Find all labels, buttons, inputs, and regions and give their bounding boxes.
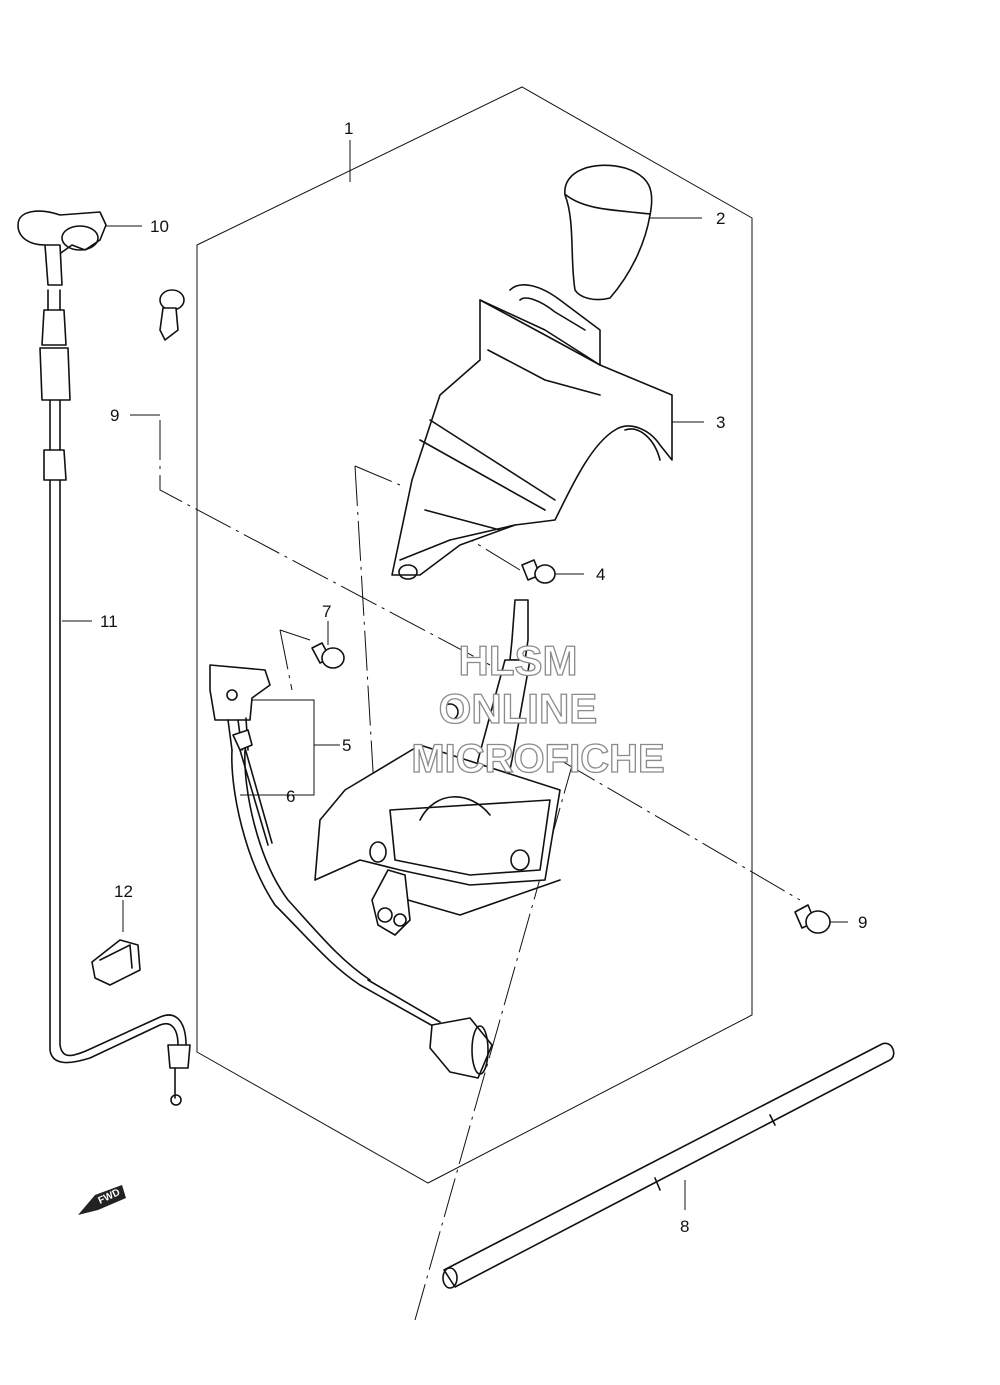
watermark-line-3: MICROFICHE: [411, 737, 664, 781]
cable-tie-6: [232, 729, 273, 846]
callout-1: 1: [344, 119, 353, 138]
fwd-direction-marker: FWD: [78, 1185, 126, 1215]
clamp-12: [91, 939, 141, 986]
screw-4: [521, 559, 556, 584]
callout-11: 11: [100, 612, 118, 631]
watermark: HLSM ONLINE MICROFICHE: [411, 636, 666, 781]
callout-labels: 1 2 3 4 5 6 7 8 9 9 10 11 12: [100, 119, 867, 1236]
shift-cover: [391, 284, 673, 580]
shift-knob: [564, 164, 653, 301]
callout-4: 4: [596, 565, 605, 584]
shift-lever-base: [314, 599, 561, 936]
wire-harness: [231, 749, 493, 1079]
callout-12: 12: [114, 882, 133, 901]
callout-6: 6: [286, 787, 295, 806]
callout-2: 2: [716, 209, 725, 228]
bolt-7: [311, 642, 345, 669]
cable-housing-10: [17, 210, 107, 286]
callout-10: 10: [150, 217, 169, 236]
callout-8: 8: [680, 1217, 689, 1236]
callout-9-lower: 9: [858, 913, 867, 932]
watermark-line-1: HLSM: [459, 637, 578, 684]
assembly-boundary: [196, 86, 753, 1184]
watermark-line-2: ONLINE: [439, 685, 598, 732]
callout-9-upper: 9: [110, 406, 119, 425]
bolt-9-lower: [794, 904, 831, 934]
callout-3: 3: [716, 413, 725, 432]
bolt-9-upper: [159, 289, 185, 341]
shift-cable-11: [39, 289, 191, 1106]
rod-8: [442, 1042, 895, 1289]
callout-5: 5: [342, 736, 351, 755]
switch-5: [209, 664, 271, 751]
callout-7: 7: [322, 602, 331, 621]
